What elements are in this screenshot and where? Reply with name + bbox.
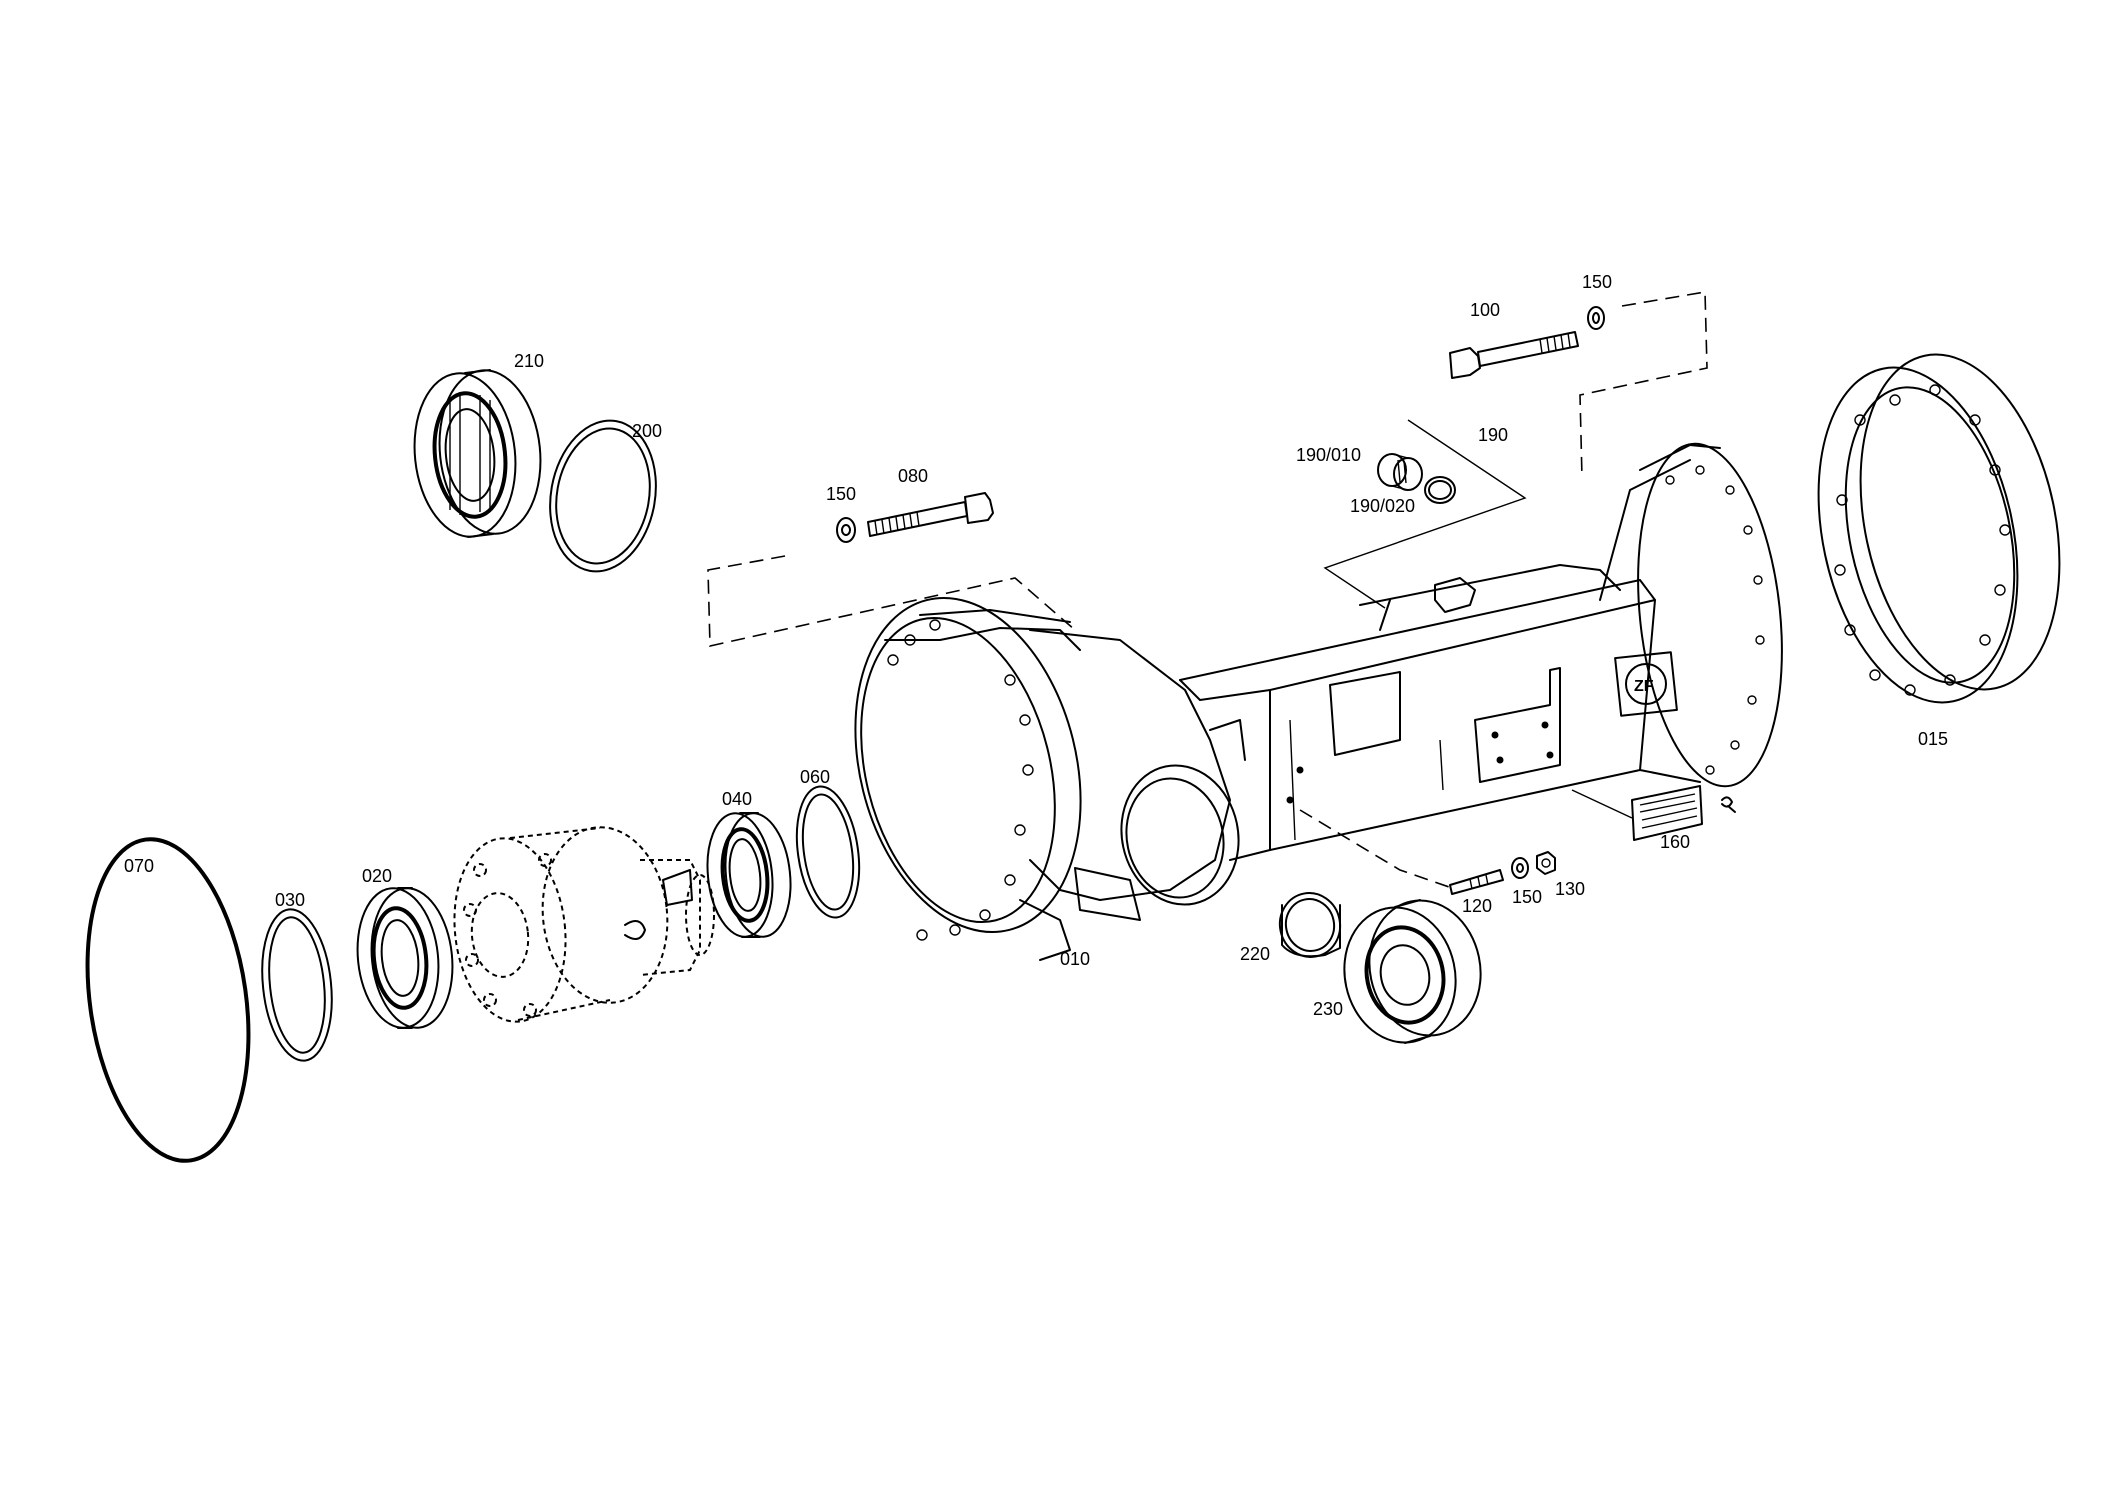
callout-labels: 070 030 020 040 060 010 210 200 150 080 …: [124, 272, 1948, 1019]
part-220-bearing-cup: [1278, 892, 1342, 958]
callout-060: 060: [800, 767, 830, 787]
callout-100: 100: [1470, 300, 1500, 320]
part-010-axle-housing: ZF: [854, 442, 1783, 961]
callout-200: 200: [632, 421, 662, 441]
callout-230: 230: [1313, 999, 1343, 1019]
zf-logo-text: ZF: [1634, 678, 1654, 695]
part-150-washer-top: [1587, 306, 1605, 330]
part-030-snap-ring: [261, 908, 333, 1062]
part-190-020-seal-ring: [1424, 476, 1456, 504]
callout-080: 080: [898, 466, 928, 486]
part-040-tapered-bearing: [706, 812, 792, 938]
leader-lines-bottom: [1299, 809, 1453, 889]
part-190-010-plug: [1377, 453, 1423, 491]
part-020-shaft-seal: [356, 887, 454, 1029]
part-080-bolt: [867, 492, 994, 537]
callout-150-bottom: 150: [1512, 887, 1542, 907]
callout-210: 210: [514, 351, 544, 371]
part-070-o-ring: [85, 837, 251, 1163]
part-150-washer-left: [836, 517, 856, 543]
part-160-type-plate: [1571, 785, 1736, 841]
callout-010: 010: [1060, 949, 1090, 969]
callout-190: 190: [1478, 425, 1508, 445]
part-100-bolt: [1449, 331, 1579, 379]
leader-lines-190: [1323, 419, 1527, 609]
callout-030: 030: [275, 890, 305, 910]
part-230-tapered-bearing: [1343, 899, 1482, 1044]
callout-220: 220: [1240, 944, 1270, 964]
callout-160: 160: [1660, 832, 1690, 852]
callout-040: 040: [722, 789, 752, 809]
part-060-snap-ring: [795, 785, 861, 919]
part-150-washer-bottom: [1511, 857, 1529, 879]
part-130-nut: [1536, 851, 1556, 875]
part-015-flange-ring: [1817, 353, 2061, 704]
part-210-roller-bearing: [413, 369, 542, 538]
callout-015: 015: [1918, 729, 1948, 749]
callout-130: 130: [1555, 879, 1585, 899]
part-200-spacer-ring: [549, 419, 657, 573]
callout-150-top: 150: [1582, 272, 1612, 292]
leader-lines-left: [707, 555, 1076, 647]
callout-020: 020: [362, 866, 392, 886]
leader-lines-top-right: [1579, 291, 1708, 479]
callout-120: 120: [1462, 896, 1492, 916]
callout-070: 070: [124, 856, 154, 876]
callout-190-010: 190/010: [1296, 445, 1361, 465]
callout-190-020: 190/020: [1350, 496, 1415, 516]
part-120-stud: [1449, 869, 1504, 895]
callout-150-left: 150: [826, 484, 856, 504]
differential-assembly-phantom: [453, 826, 715, 1023]
